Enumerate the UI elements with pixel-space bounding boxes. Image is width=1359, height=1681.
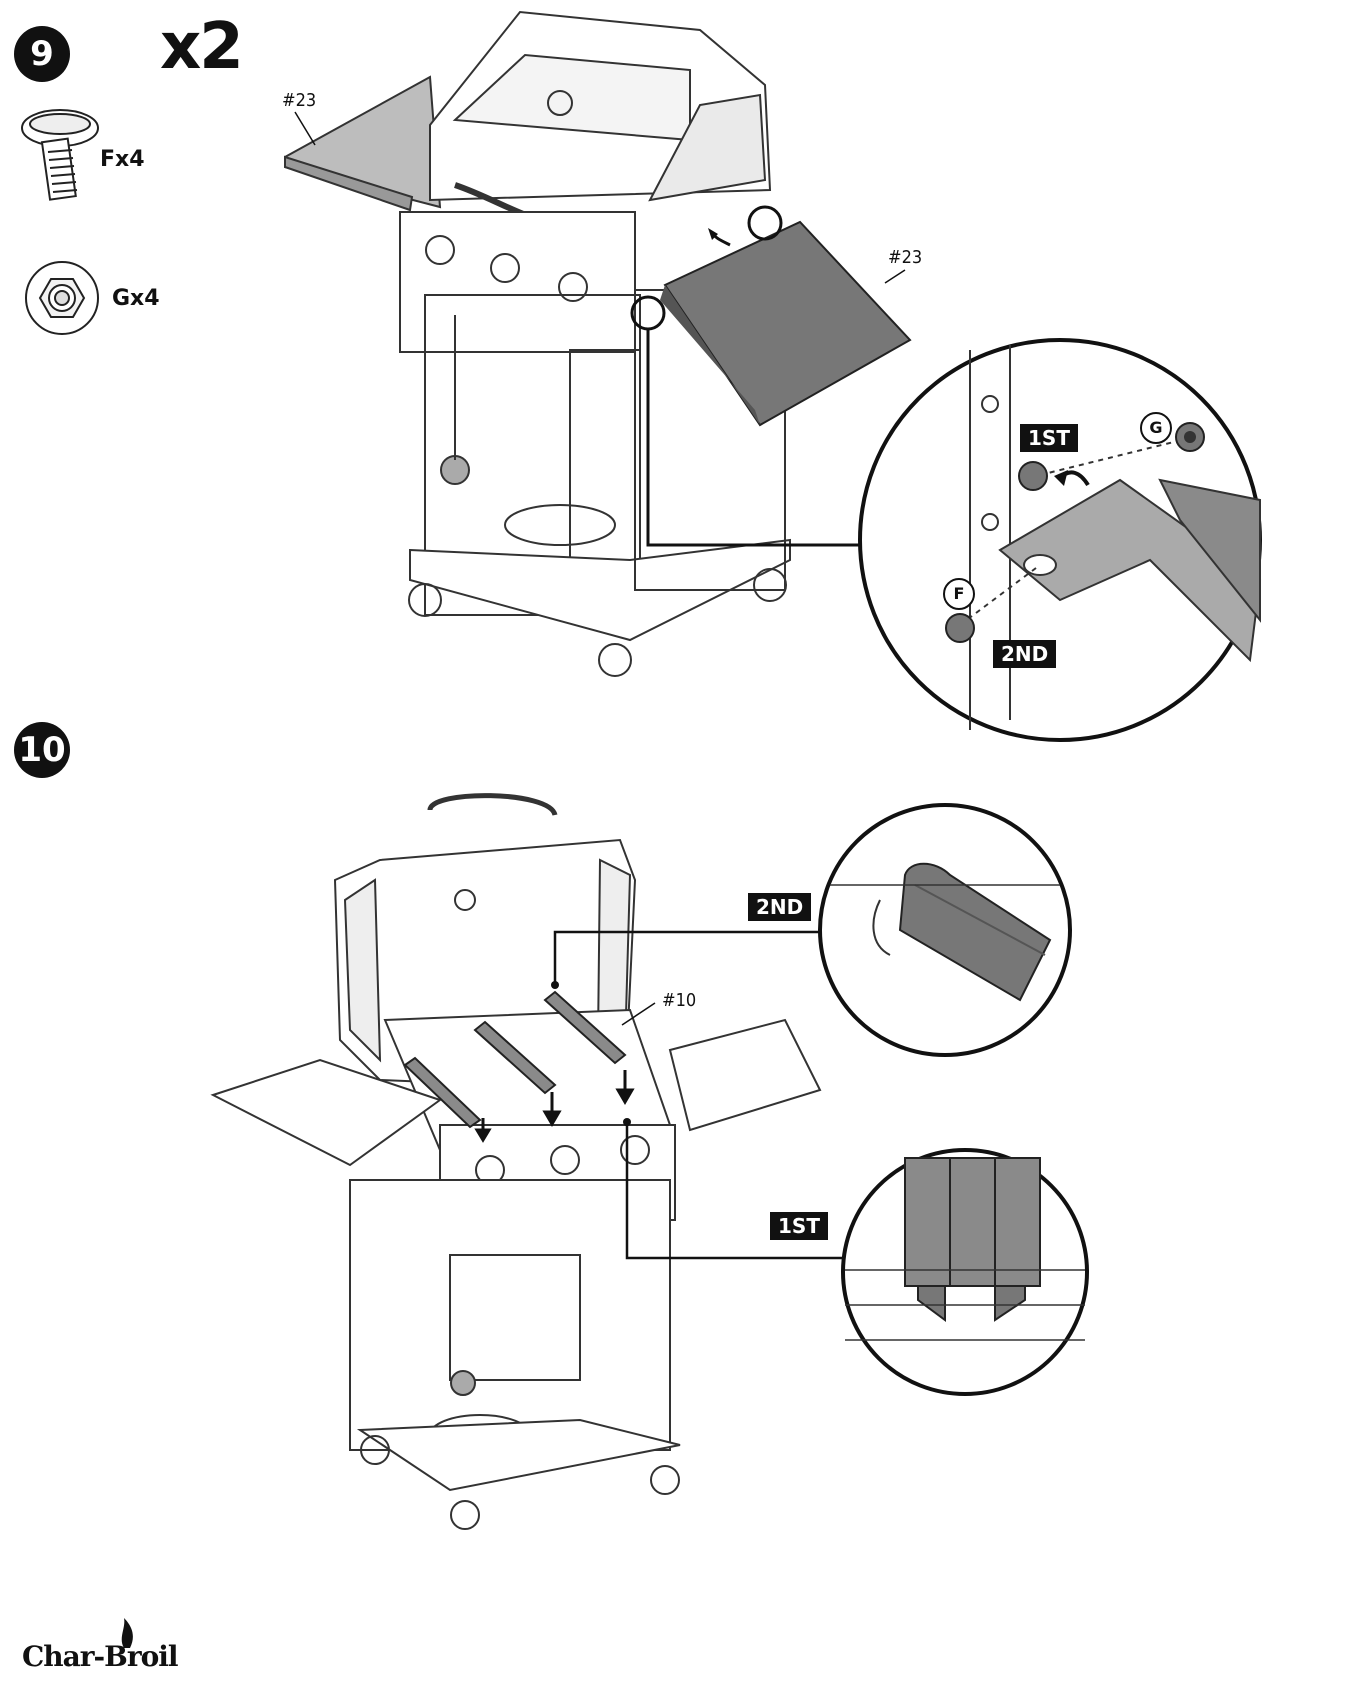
step9-tag-first: 1ST	[1020, 424, 1078, 452]
nut-icon	[25, 261, 99, 335]
bolt-f-marker: F	[943, 578, 975, 610]
quantity-label: x2	[160, 10, 244, 84]
step9-tag-second: 2ND	[993, 640, 1057, 668]
part-ref-left-shelf: #23	[282, 90, 317, 111]
grill-step9	[284, 10, 791, 677]
step-9-badge: 9	[14, 26, 70, 82]
step10-tag-first: 1ST	[770, 1212, 828, 1240]
part-ref-right-shelf: #23	[888, 247, 923, 268]
step10-tag-second: 2ND	[748, 893, 812, 921]
brand-logo: Char-Broil	[22, 1640, 179, 1673]
nut-quantity-label: Gx4	[112, 286, 160, 311]
heat-tents	[403, 990, 627, 1129]
step-10-badge: 10	[14, 722, 70, 778]
part-ref-heat-tent: #10	[662, 990, 697, 1011]
bolt-quantity-label: Fx4	[100, 147, 145, 172]
nut-g-marker: G	[1140, 412, 1172, 444]
grill-step10	[210, 793, 822, 1530]
bolt-icon	[21, 109, 99, 201]
